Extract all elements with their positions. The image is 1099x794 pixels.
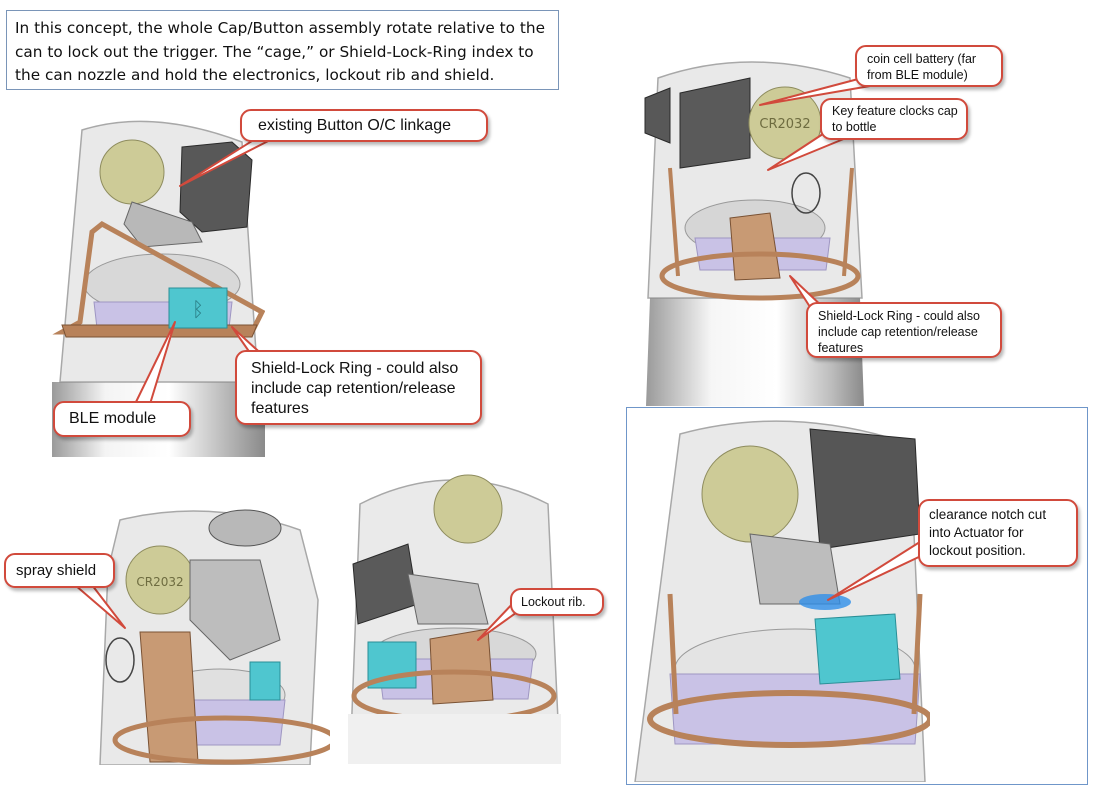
- shield-lock-ring: [659, 251, 861, 301]
- callout-ble-module: BLE module: [53, 401, 191, 437]
- spray-shield: [139, 631, 199, 763]
- ble-module: [168, 287, 228, 329]
- ble-module: [814, 613, 901, 685]
- callout-shield-lock-ring-right: Shield-Lock Ring - could also include ca…: [806, 302, 1002, 358]
- callout-button-linkage: existing Button O/C linkage: [240, 109, 488, 142]
- shield-lock-ring: [112, 715, 330, 765]
- ble-module: [367, 641, 417, 689]
- callout-key-feature: Key feature clocks cap to bottle: [820, 98, 968, 140]
- bluetooth-icon: ᛒ: [192, 297, 204, 321]
- battery-label: CR2032: [136, 575, 183, 589]
- render-bottom-middle-view: [348, 464, 561, 764]
- actuator-button: [809, 428, 921, 550]
- callout-spray-shield: spray shield: [4, 553, 115, 588]
- coin-cell-battery: [701, 445, 799, 543]
- render-bottom-right-view: [630, 414, 930, 782]
- clearance-notch: [799, 594, 851, 610]
- render-bottom-right-frame: [626, 407, 1088, 785]
- battery-label: CR2032: [759, 117, 810, 132]
- coin-cell-battery: [433, 474, 503, 544]
- callout-shield-lock-ring-main: Shield-Lock Ring - could also include ca…: [235, 350, 482, 425]
- callout-lockout-rib: Lockout rib.: [510, 588, 604, 616]
- lockout-rib: [429, 628, 494, 705]
- callout-coin-cell: coin cell battery (far from BLE module): [855, 45, 1003, 87]
- shield-lock-ring: [647, 690, 930, 748]
- intro-text: In this concept, the whole Cap/Button as…: [6, 10, 559, 90]
- render-bottom-left-view: CR2032: [80, 500, 330, 765]
- ble-module: [249, 661, 281, 701]
- callout-clearance-notch: clearance notch cut into Actuator for lo…: [918, 499, 1078, 567]
- coin-cell-battery: [99, 139, 165, 205]
- actuator-button: [179, 141, 253, 233]
- actuator-button: [679, 77, 751, 169]
- key-feature: [729, 212, 781, 281]
